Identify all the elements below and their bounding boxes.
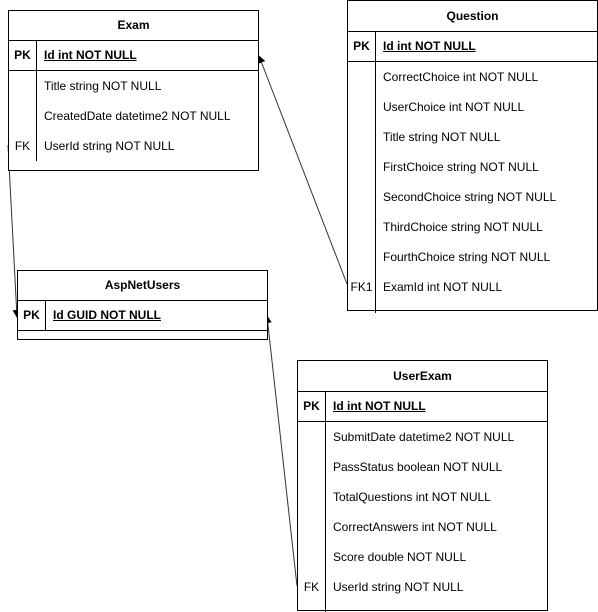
entity-aspnetusers: AspNetUsers PK Id GUID NOT NULL xyxy=(17,270,268,340)
key-column: FK1 xyxy=(348,62,376,313)
entity-title: AspNetUsers xyxy=(18,271,267,301)
key-cell: FK1 xyxy=(350,280,373,294)
key-cell xyxy=(298,542,325,572)
pk-label: PK xyxy=(9,41,37,70)
key-cell xyxy=(9,101,36,131)
attribute-list: Title string NOT NULL CreatedDate dateti… xyxy=(37,71,258,161)
question-exam-relation-line xyxy=(257,55,348,285)
pk-field: Id int NOT NULL xyxy=(333,399,426,413)
key-column: FK xyxy=(298,422,326,612)
key-cell xyxy=(298,422,325,452)
attribute-body: FK SubmitDate datetime2 NOT NULL PassSta… xyxy=(298,422,547,612)
entity-title: UserExam xyxy=(298,361,547,392)
entity-exam: Exam PK Id int NOT NULL FK Title string … xyxy=(8,10,259,171)
primary-key-row: PK Id int NOT NULL xyxy=(9,41,258,71)
key-cell xyxy=(298,512,325,542)
key-cell xyxy=(348,212,375,242)
attribute-row: ExamId int NOT NULL xyxy=(383,280,503,294)
pk-field: Id GUID NOT NULL xyxy=(53,308,161,322)
attribute-row: Score double NOT NULL xyxy=(333,550,467,564)
entity-question: Question PK Id int NOT NULL FK1 CorrectC… xyxy=(347,0,598,313)
pk-label: PK xyxy=(298,392,326,421)
key-column: FK xyxy=(9,71,37,161)
userexam-aspnetusers-relation-line xyxy=(263,315,298,587)
attribute-row: Title string NOT NULL xyxy=(44,79,162,93)
attribute-row: SubmitDate datetime2 NOT NULL xyxy=(333,430,515,444)
pk-field: Id int NOT NULL xyxy=(383,39,476,53)
key-cell: FK xyxy=(303,580,320,594)
attribute-row: CreatedDate datetime2 NOT NULL xyxy=(44,109,231,123)
key-cell xyxy=(348,92,375,122)
pk-field: Id int NOT NULL xyxy=(44,48,137,62)
key-cell: FK xyxy=(14,139,31,153)
pk-label: PK xyxy=(18,301,46,330)
attribute-row: CorrectChoice int NOT NULL xyxy=(383,70,539,84)
pk-label: PK xyxy=(348,32,376,61)
key-cell xyxy=(348,152,375,182)
attribute-row: UserId string NOT NULL xyxy=(44,139,175,153)
attribute-list: CorrectChoice int NOT NULL UserChoice in… xyxy=(376,62,597,313)
attribute-row: Title string NOT NULL xyxy=(383,130,501,144)
attribute-row: ThirdChoice string NOT NULL xyxy=(383,220,543,234)
attribute-list: SubmitDate datetime2 NOT NULL PassStatus… xyxy=(326,422,547,612)
attribute-body: FK Title string NOT NULL CreatedDate dat… xyxy=(9,71,258,161)
attribute-row: UserChoice int NOT NULL xyxy=(383,100,525,114)
attribute-row: UserId string NOT NULL xyxy=(333,580,464,594)
attribute-row: CorrectAnswers int NOT NULL xyxy=(333,520,497,534)
key-cell xyxy=(348,122,375,152)
key-cell xyxy=(9,71,36,101)
attribute-row: FourthChoice string NOT NULL xyxy=(383,250,551,264)
key-cell xyxy=(348,62,375,92)
exam-aspnetusers-relation-line xyxy=(7,144,21,318)
entity-title: Exam xyxy=(9,11,258,41)
attribute-body xyxy=(18,331,267,339)
attribute-body: FK1 CorrectChoice int NOT NULL UserChoic… xyxy=(348,62,597,313)
entity-userexam: UserExam PK Id int NOT NULL FK SubmitDat… xyxy=(297,360,548,612)
key-cell xyxy=(298,482,325,512)
primary-key-row: PK Id GUID NOT NULL xyxy=(18,301,267,331)
key-cell xyxy=(298,452,325,482)
attribute-row: SecondChoice string NOT NULL xyxy=(383,190,557,204)
key-cell xyxy=(348,182,375,212)
primary-key-row: PK Id int NOT NULL xyxy=(348,32,597,62)
entity-title: Question xyxy=(348,1,597,32)
primary-key-row: PK Id int NOT NULL xyxy=(298,392,547,422)
attribute-row: PassStatus boolean NOT NULL xyxy=(333,460,503,474)
key-cell xyxy=(348,242,375,272)
attribute-row: TotalQuestions int NOT NULL xyxy=(333,490,491,504)
attribute-row: FirstChoice string NOT NULL xyxy=(383,160,539,174)
